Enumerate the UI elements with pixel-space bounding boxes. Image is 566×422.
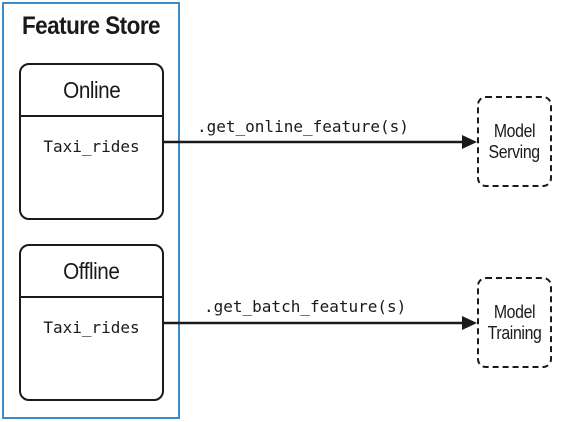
online-store-label: Online: [62, 76, 121, 103]
feature-store-container: [2, 2, 180, 419]
offline-store-label: Offline: [63, 257, 120, 284]
model-training-box: Model Training: [477, 277, 552, 368]
model-training-line2: Training: [487, 322, 542, 343]
feature-store-title: Feature Store: [21, 12, 161, 40]
offline-store-entity: Taxi_rides: [43, 318, 140, 337]
model-serving-box: Model Serving: [477, 96, 552, 187]
online-store-box: Online Taxi_rides: [19, 63, 164, 220]
model-serving-line2: Serving: [488, 141, 541, 162]
online-store-header: Online: [21, 65, 162, 117]
online-store-entity: Taxi_rides: [43, 137, 140, 156]
offline-store-box: Offline Taxi_rides: [19, 244, 164, 401]
batch-method-label: .get_batch_feature(s): [204, 297, 407, 316]
offline-store-header: Offline: [21, 246, 162, 298]
model-training-line1: Model: [493, 301, 536, 322]
online-method-label: .get_online_feature(s): [197, 117, 409, 136]
batch-arrowhead: [462, 316, 477, 330]
model-serving-line1: Model: [493, 120, 536, 141]
online-arrowhead: [462, 135, 477, 149]
